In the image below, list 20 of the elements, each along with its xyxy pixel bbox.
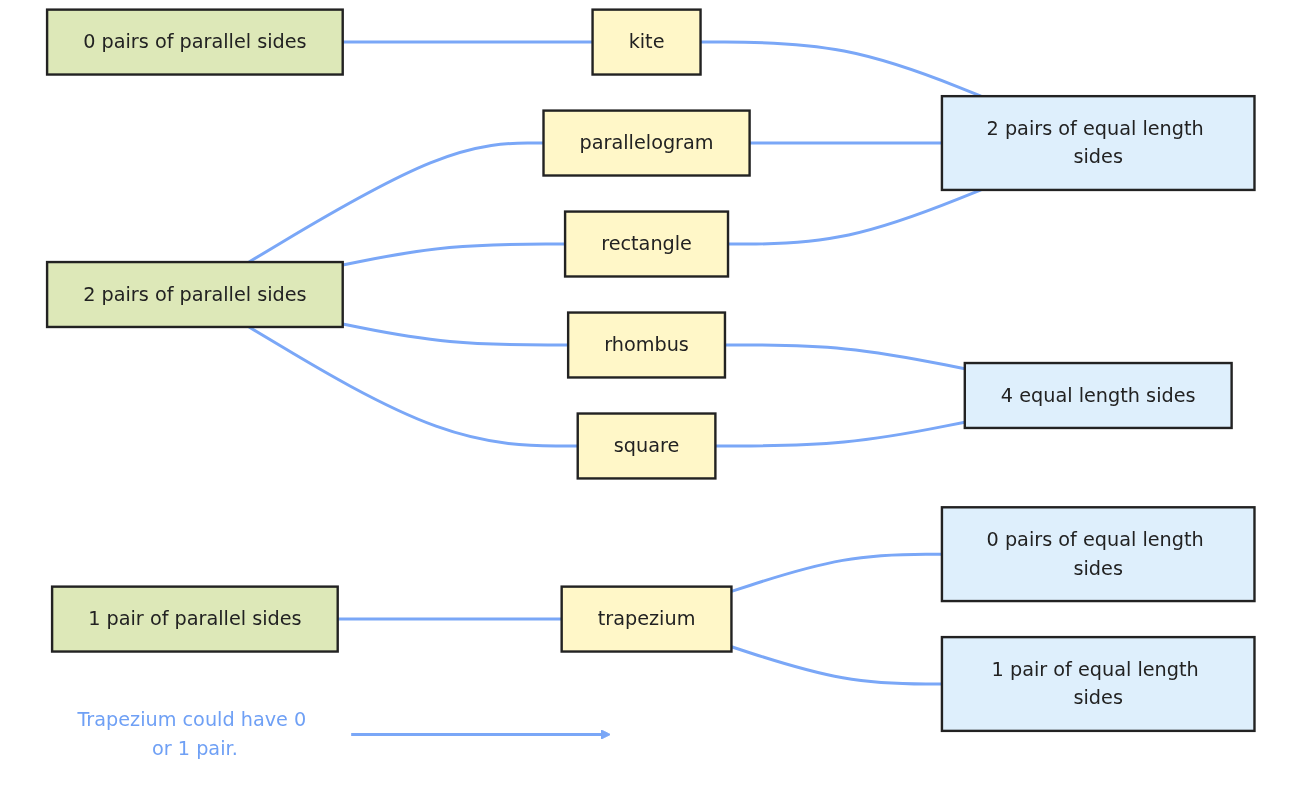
connector-line: [342, 322, 569, 347]
node-box: rectangle: [563, 210, 730, 278]
connector-line: [337, 617, 562, 621]
connector-line: [749, 141, 942, 145]
connector-line: [342, 40, 593, 44]
node-box: trapezium: [560, 585, 733, 653]
node-box: 0 pairs of equal length sides: [940, 506, 1256, 603]
node-box: 2 pairs of parallel sides: [45, 260, 344, 329]
node-box: parallelogram: [542, 109, 751, 177]
node-text: Trapezium could have 0 or 1 pair.: [77, 708, 307, 760]
node-box: kite: [591, 8, 702, 76]
node-box: rhombus: [566, 311, 727, 379]
node-box: 1 pair of equal length sides: [940, 635, 1256, 733]
arrow: [351, 729, 611, 740]
node-box: 1 pair of parallel sides: [50, 585, 339, 653]
node-box: 2 pairs of equal length sides: [940, 94, 1256, 192]
node-box: square: [576, 412, 717, 480]
node-box: 4 equal length sides: [963, 361, 1233, 430]
node-box: 0 pairs of parallel sides: [45, 8, 344, 76]
connector-line: [342, 242, 566, 267]
